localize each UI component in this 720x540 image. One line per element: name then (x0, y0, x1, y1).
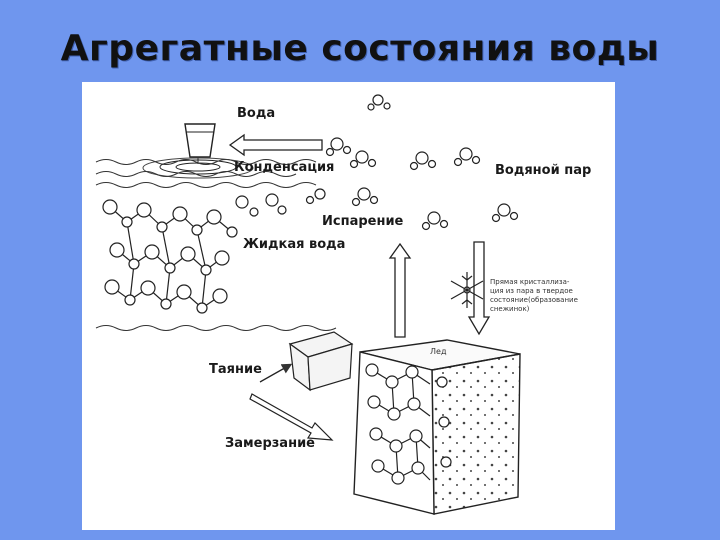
label-freezing: Замерзание (225, 436, 315, 451)
label-condensation: Конденсация (234, 160, 334, 175)
melting-arrow (259, 363, 293, 383)
evaporation-arrow (388, 242, 412, 338)
label-melting: Таяние (209, 362, 262, 377)
diagram-illustration: Вода Конденсация Водяной пар Испарение Ж… (95, 94, 591, 515)
water-vapor-molecules (305, 94, 519, 231)
label-liquid-water: Жидкая вода (243, 237, 345, 252)
ice-lattice-molecules (365, 363, 452, 485)
label-evaporation: Испарение (322, 214, 404, 229)
crystallization-arrow (467, 241, 491, 336)
slide-title: Агрегатные состояния воды (60, 28, 660, 69)
water-states-diagram: Вода Конденсация Водяной пар Испарение Ж… (82, 82, 615, 530)
snowflake-icon (450, 272, 484, 308)
crystallization-note: Прямая кристаллиза- ция из пара в твердо… (490, 278, 578, 313)
crystallization-line: ция из пара в твердое (490, 287, 573, 295)
crystallization-line: состояние(образование (490, 296, 578, 304)
ice-block (353, 339, 521, 515)
freezing-arrow (249, 393, 334, 441)
melting-ice-cube (288, 331, 354, 392)
condensation-arrow (228, 133, 323, 157)
label-water: Вода (237, 106, 275, 121)
liquid-water-molecules (102, 193, 287, 314)
label-water-vapor: Водяной пар (495, 163, 591, 178)
crystallization-line: снежинок) (490, 305, 530, 313)
water-surface-waves (95, 159, 337, 331)
crystallization-line: Прямая кристаллиза- (490, 278, 570, 286)
label-ice: Лед (430, 347, 447, 356)
glass-icon (142, 123, 254, 179)
